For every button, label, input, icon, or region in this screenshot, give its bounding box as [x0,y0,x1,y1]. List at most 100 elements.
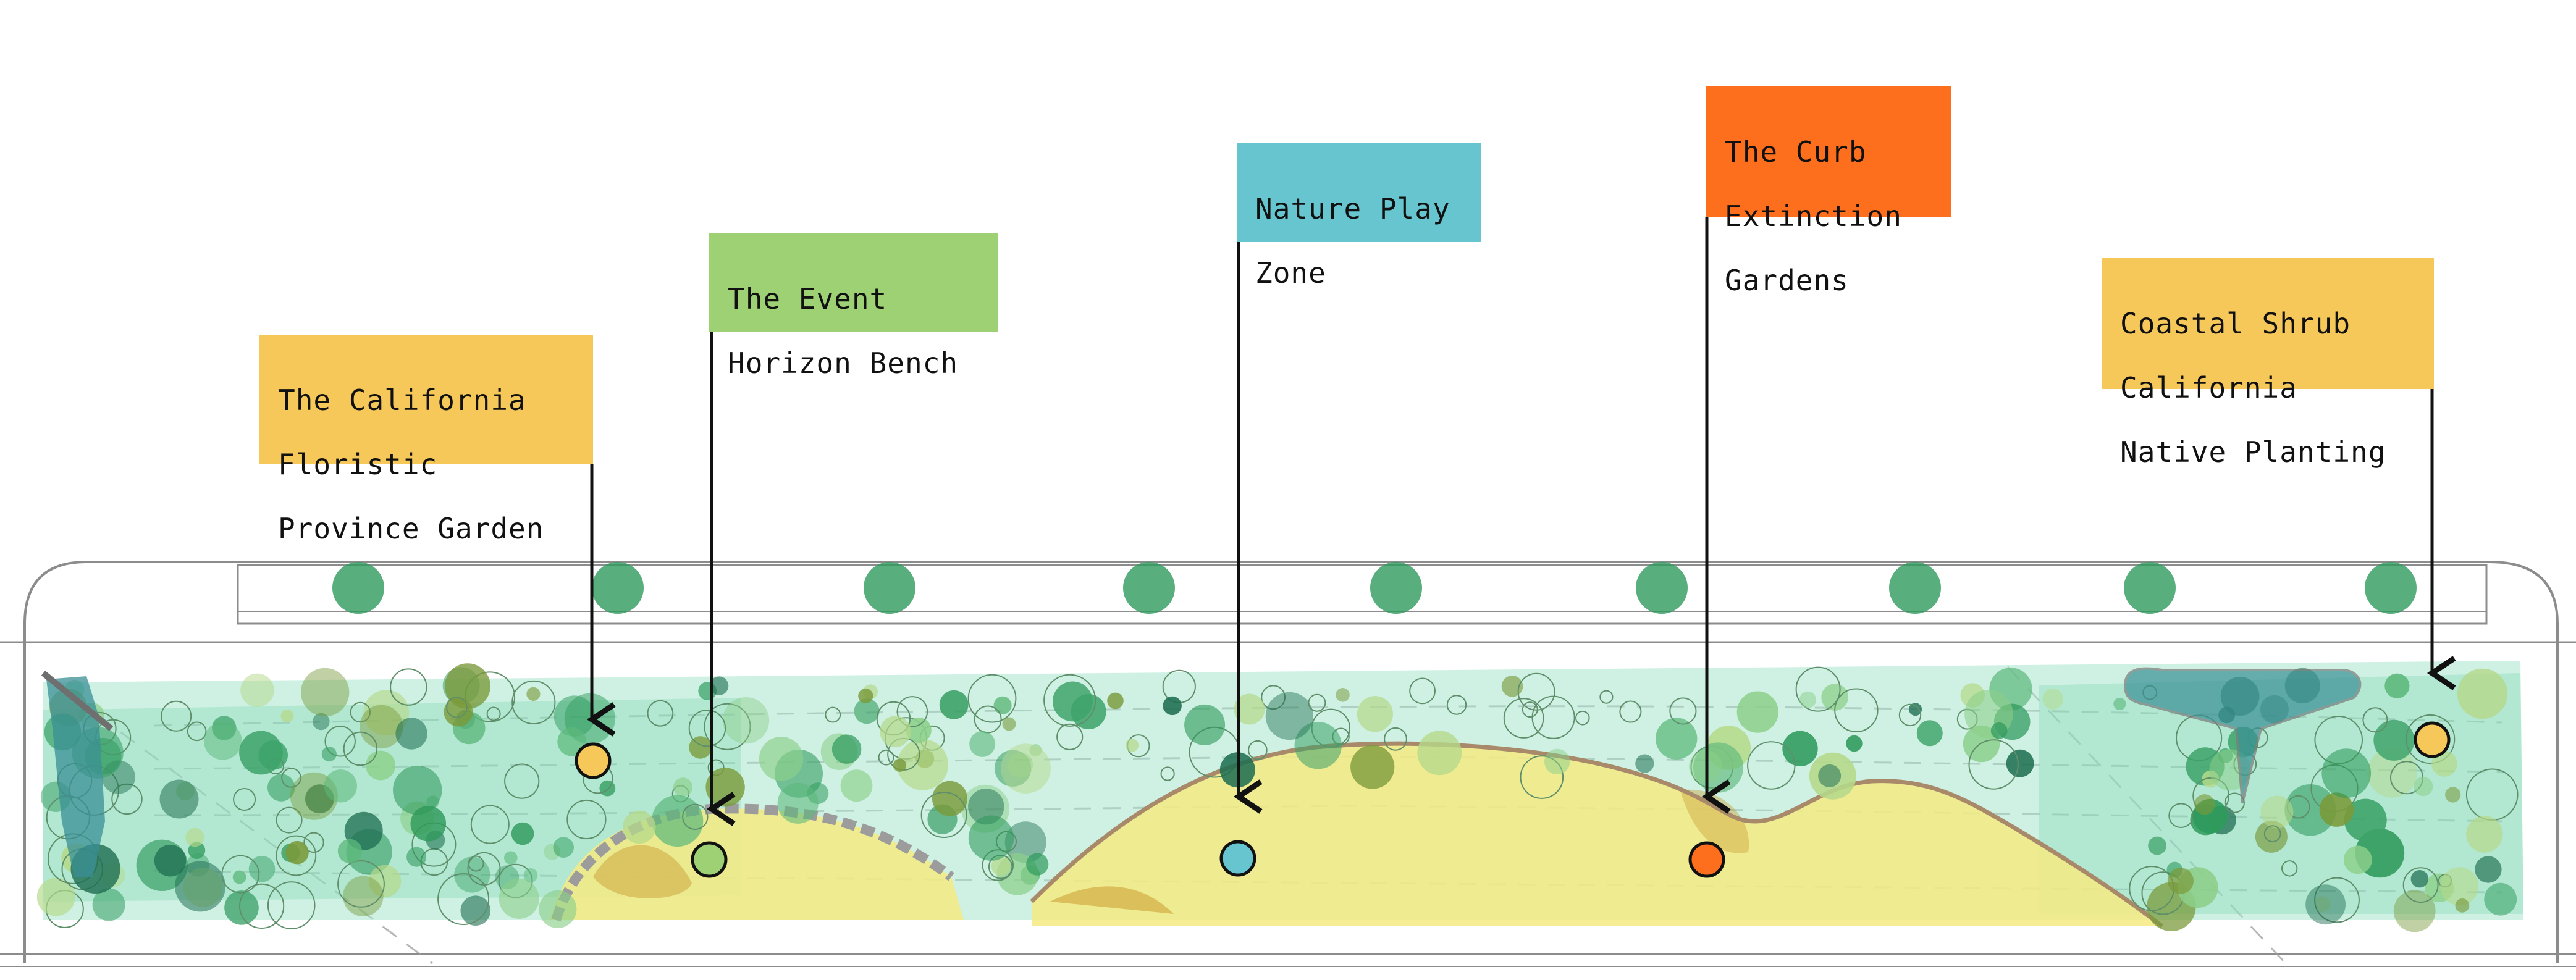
callout-line: The California [278,383,526,417]
tree-canopy [221,855,260,894]
tree-canopy [1184,704,1226,745]
tree-canopy [1160,766,1175,781]
tree-canopy [499,878,539,919]
tree-canopy [709,676,729,695]
tree-canopy [187,721,207,742]
tree-canopy [1575,710,1590,726]
street-outline [0,561,2576,967]
callout-line: Native Planting [2120,435,2386,469]
tree-canopy [2373,719,2415,761]
tree-canopy [854,698,880,724]
tree-canopy [1656,718,1698,760]
tree-canopy [1501,676,1523,697]
tree-canopy [1053,681,1093,722]
tree-canopy [154,844,187,877]
tree-canopy [437,873,490,925]
tree-canopy [968,789,1004,825]
tree-canopy [557,727,587,756]
tree-canopy [2321,748,2372,798]
tree-canopy [1043,674,1096,727]
tree-canopy [446,697,468,718]
callout-line: Floristic [278,448,438,481]
tree-canopy [1001,743,1051,794]
tree-canopy [410,806,447,842]
tree-canopy [759,737,804,781]
bioswale-left [41,671,114,877]
callout-line: Nature Play [1255,192,1450,225]
tree-canopy [2255,820,2288,853]
callout-line: California [2120,371,2297,404]
street-tree [1370,562,1422,614]
tree-canopy [343,876,384,917]
tree-canopy [526,687,541,701]
tree-canopy [276,835,317,876]
tree-canopy [2402,867,2439,903]
tree-canopy [1990,722,2008,739]
location-marker-california-floristic [575,742,612,779]
tree-canopy [2367,748,2417,798]
tree-canopy [1909,703,1922,716]
tree-canopy [406,847,427,867]
tree-canopy [1517,672,1555,711]
street-tree [2124,562,2176,614]
tree-canopy [393,765,442,815]
tree-canopy [1336,688,1350,702]
tree-canopy [1782,731,1818,767]
location-marker-nature-play [1219,840,1256,877]
tree-canopy [825,706,841,723]
tree-canopy [2148,836,2167,855]
tree-canopy [390,668,427,706]
tree-canopy [1056,723,1084,750]
tree-canopy [313,713,330,731]
callout-line: Extinction [1725,199,1902,233]
street-tree [864,562,915,614]
tree-canopy [523,868,538,882]
tree-canopy [896,696,928,727]
street-tree [1636,562,1688,614]
tree-canopy [651,795,704,847]
tree-canopy [159,779,199,819]
street-tree [592,562,644,614]
tree-canopy [2284,784,2336,836]
tree-canopy [1799,691,1816,708]
tree-canopy [470,805,510,844]
callout-curb-extinction: The Curb Extinction Gardens [1706,86,1951,296]
tree-canopy [1619,700,1642,723]
tree-canopy [511,680,556,725]
tree-canopy [1308,693,1326,712]
tree-canopy [994,750,1032,787]
tree-canopy [2475,856,2502,883]
tree-canopy [1795,666,1841,712]
tree-canopy [2314,896,2331,913]
location-marker-curb-extinction [1688,841,1725,878]
tree-canopy [688,710,726,747]
tree-canopy [467,852,501,886]
tree-canopy [2263,825,2281,843]
tree-canopy [161,700,192,732]
tree-canopy [880,716,911,747]
street-tree [2365,562,2417,614]
tree-canopy [301,668,350,717]
tree-canopy [1261,685,1286,710]
tree-canopy [2260,795,2294,829]
tree-canopy [360,705,403,749]
callout-line: Gardens [1725,264,1849,297]
tree-canopy [920,792,967,838]
tree-canopy [673,777,692,797]
tree-canopy [2167,868,2194,894]
tree-canopy [1821,684,1848,711]
tree-canopy [623,810,656,844]
tree-canopy [1736,691,1778,733]
tree-canopy [831,734,862,764]
tree-canopy [2393,890,2436,932]
tree-canopy [1544,748,1570,775]
tree-canopy [539,890,577,928]
tree-canopy [553,837,574,858]
tree-canopy [878,749,894,766]
tree-canopy [2455,898,2470,913]
tree-canopy [2440,867,2479,906]
tree-canopy [840,769,873,802]
callout-nature-play: Nature Play Zone [1237,143,1481,289]
tree-canopy [1350,745,1395,789]
